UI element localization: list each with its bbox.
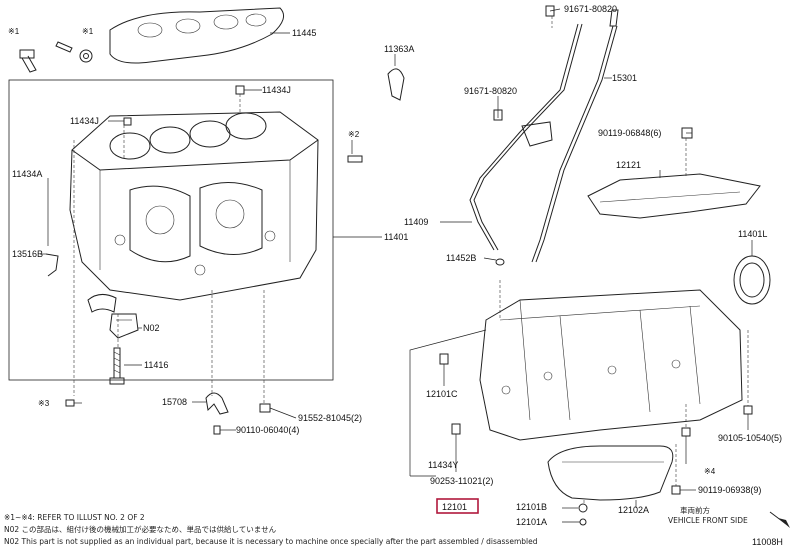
bolt-91552 bbox=[259, 403, 271, 413]
label-11363A[interactable]: 11363A bbox=[384, 44, 414, 54]
label-15301[interactable]: 15301 bbox=[612, 73, 637, 83]
o-ring-11452B bbox=[495, 258, 505, 266]
label-x4: ※4 bbox=[704, 467, 716, 476]
bolt-90110 bbox=[213, 425, 221, 435]
label-11434J-left[interactable]: 11434J bbox=[70, 116, 99, 126]
cylinder-block-11401 bbox=[69, 111, 319, 301]
bolt-11416 bbox=[109, 347, 125, 385]
label-11401[interactable]: 11401 bbox=[384, 232, 408, 242]
bearing-cap-N02 bbox=[87, 294, 139, 339]
label-11445[interactable]: 11445 bbox=[292, 28, 316, 38]
label-90105-10540[interactable]: 90105-10540(5) bbox=[718, 433, 782, 443]
gauge-guide-11409 bbox=[469, 23, 583, 251]
footnote-n02-en: N02 This part is not supplied as an indi… bbox=[4, 537, 538, 546]
label-90119-06848[interactable]: 90119-06848(6) bbox=[598, 128, 661, 138]
label-11434J-right[interactable]: 11434J bbox=[262, 85, 291, 95]
label-12101B[interactable]: 12101B bbox=[516, 502, 547, 512]
bolt-small-part bbox=[55, 41, 73, 53]
label-15708[interactable]: 15708 bbox=[162, 397, 187, 407]
bracket-11363A bbox=[387, 68, 405, 101]
bolt-x4 bbox=[681, 427, 691, 437]
nozzle-13516B bbox=[45, 253, 59, 277]
dowel-11434J-left bbox=[123, 117, 132, 126]
label-11452B[interactable]: 11452B bbox=[446, 253, 476, 263]
oil-pan-lower-12102A bbox=[547, 445, 674, 501]
plug-12101B bbox=[578, 503, 588, 513]
vehicle-front-jp: 車両前方 bbox=[680, 505, 710, 515]
dowel-11434J-top bbox=[235, 85, 245, 95]
oil-pan-12101 bbox=[479, 289, 743, 441]
label-x3: ※3 bbox=[38, 399, 50, 408]
label-91671-80820-top[interactable]: 91671-80820 bbox=[564, 4, 617, 14]
label-91552-81045[interactable]: 91552-81045(2) bbox=[298, 413, 362, 423]
clip-15708 bbox=[205, 392, 229, 415]
label-13516B[interactable]: 13516B bbox=[12, 249, 43, 259]
label-x1-a: ※1 bbox=[8, 27, 20, 36]
pin-x2 bbox=[347, 155, 363, 163]
label-12101C[interactable]: 12101C bbox=[426, 389, 458, 399]
block-group-frame bbox=[8, 79, 334, 381]
cover-11445 bbox=[109, 7, 285, 64]
label-x1-b: ※1 bbox=[82, 27, 94, 36]
label-12101[interactable]: 12101 bbox=[442, 502, 467, 512]
label-11409[interactable]: 11409 bbox=[404, 217, 428, 227]
gasket-12101A bbox=[579, 518, 587, 526]
label-N02[interactable]: N02 bbox=[143, 323, 160, 333]
label-11434Y[interactable]: 11434Y bbox=[428, 460, 458, 470]
bolt-90119-06938 bbox=[671, 485, 681, 495]
label-90253-11021[interactable]: 90253-11021(2) bbox=[430, 476, 493, 486]
pin-90253 bbox=[451, 423, 461, 435]
label-12121[interactable]: 12121 bbox=[616, 160, 641, 170]
bolt-91671-top bbox=[545, 5, 555, 17]
vehicle-front-en: VEHICLE FRONT SIDE bbox=[668, 516, 748, 525]
diagram-id: 11008H bbox=[752, 537, 783, 547]
bolt-90105 bbox=[743, 405, 753, 415]
plug-12101C bbox=[439, 353, 449, 365]
label-12101A[interactable]: 12101A bbox=[516, 517, 547, 527]
highlight-box-12101 bbox=[436, 498, 479, 514]
leader-lines bbox=[40, 8, 753, 523]
footnote-refer: ※1~※4: REFER TO ILLUST NO. 2 OF 2 bbox=[4, 513, 145, 522]
oil-seal-11401L bbox=[733, 255, 771, 305]
oil-level-gauge-15301 bbox=[531, 9, 619, 263]
plug-x3 bbox=[65, 399, 75, 407]
label-90119-06938[interactable]: 90119-06938(9) bbox=[698, 485, 761, 495]
label-11434A[interactable]: 11434A bbox=[12, 169, 42, 179]
nut-small-part bbox=[79, 49, 93, 63]
label-90110-06040[interactable]: 90110-06040(4) bbox=[236, 425, 299, 435]
label-91671-80820-mid[interactable]: 91671-80820 bbox=[464, 86, 517, 96]
sensor-part bbox=[19, 49, 37, 73]
label-11416[interactable]: 11416 bbox=[144, 360, 168, 370]
label-12102A[interactable]: 12102A bbox=[618, 505, 649, 515]
baffle-plate-12121 bbox=[587, 173, 761, 219]
label-x2: ※2 bbox=[348, 130, 360, 139]
label-11401L[interactable]: 11401L bbox=[738, 229, 767, 239]
footnote-n02-jp: N02 この部品は、組付け後の機械加工が必要なため、単品では供給していません bbox=[4, 524, 277, 534]
